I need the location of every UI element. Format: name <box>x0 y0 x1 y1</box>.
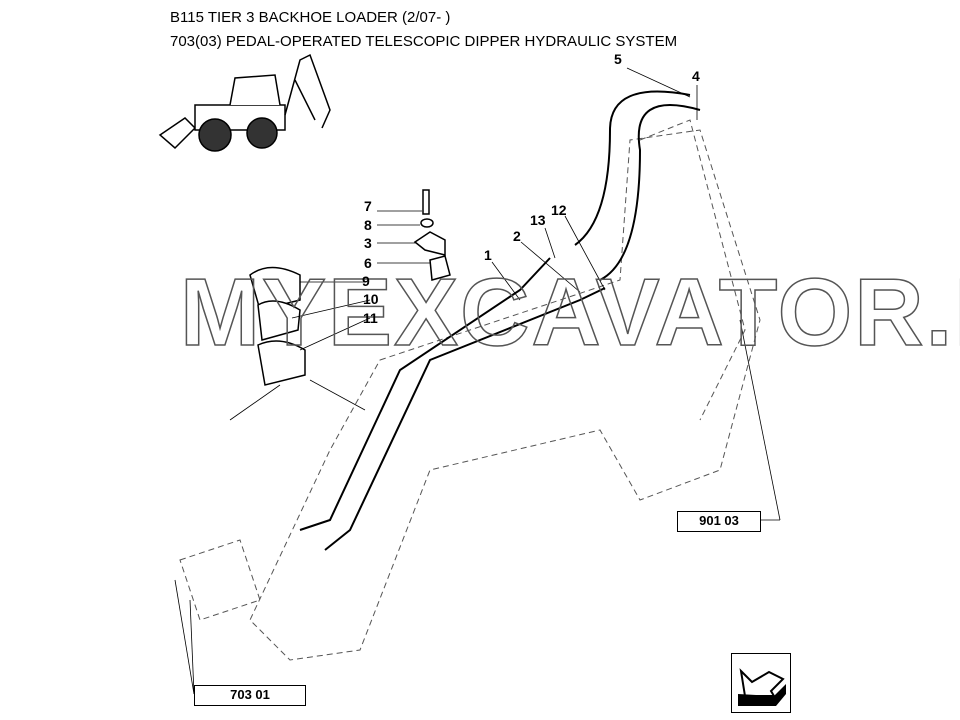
backhoe-loader-thumbnail <box>158 53 331 152</box>
arrow-left-down-icon <box>738 668 786 706</box>
callout-2: 2 <box>513 228 521 244</box>
callout-12: 12 <box>551 202 567 218</box>
callout-4: 4 <box>692 68 700 84</box>
callout-1: 1 <box>484 247 492 263</box>
leader-lines <box>174 67 781 695</box>
callout-3: 3 <box>364 235 372 251</box>
next-page-button[interactable] <box>731 653 791 713</box>
boom-outline <box>179 119 761 661</box>
callout-8: 8 <box>364 217 372 233</box>
callout-7: 7 <box>364 198 372 214</box>
reference-703-01-link[interactable]: 703 01 <box>194 685 306 706</box>
callout-9: 9 <box>362 273 370 289</box>
clamp-parts <box>249 189 451 386</box>
callout-13: 13 <box>530 212 546 228</box>
section-title: 703(03) PEDAL-OPERATED TELESCOPIC DIPPER… <box>170 33 678 50</box>
callout-5: 5 <box>614 51 622 67</box>
callout-10: 10 <box>363 291 379 307</box>
callout-6: 6 <box>364 255 372 271</box>
hydraulic-hoses <box>299 90 701 551</box>
reference-901-03-link[interactable]: 901 03 <box>677 511 761 532</box>
watermark: MYEXCAVATOR.RU <box>180 259 960 366</box>
callout-11: 11 <box>363 310 378 326</box>
machine-title: B115 TIER 3 BACKHOE LOADER (2/07- ) <box>170 9 451 26</box>
